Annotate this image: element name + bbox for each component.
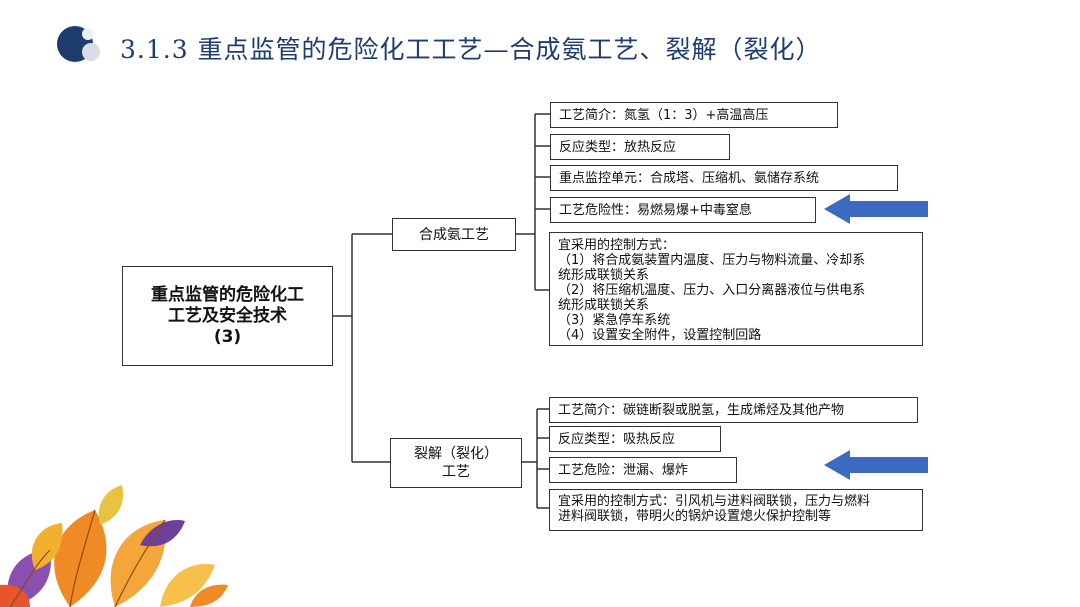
ammonia-item-monitor: 重点监控单元：合成塔、压缩机、氨储存系统 [550,165,898,191]
root-line-3: (3) [213,326,242,347]
branch-cracking: 裂解（裂化） 工艺 [390,438,522,488]
arrow-left-icon [824,450,928,480]
page-title: 3.1.3 重点监管的危险化工工艺—合成氨工艺、裂解（裂化） [120,35,822,64]
decorative-leaves-icon [0,485,228,607]
cracking-item-intro: 工艺简介：碳链断裂或脱氢，生成烯烃及其他产物 [549,397,918,423]
ammonia-item-intro: 工艺简介：氮氢（1：3）+高温高压 [550,102,838,128]
arrow-left-icon [824,194,928,224]
branch-cracking-label-2: 工艺 [442,464,470,480]
branch-ammonia: 合成氨工艺 [392,218,516,251]
branch-ammonia-label: 合成氨工艺 [419,226,489,243]
root-node: 重点监管的危险化工 工艺及安全技术 (3) [122,266,333,366]
root-line-2: 工艺及安全技术 [168,305,287,326]
ammonia-item-control: 宜采用的控制方式： （1）将合成氨装置内温度、压力与物料流量、冷却系 统形成联锁… [549,232,923,346]
logo-icon [57,26,100,62]
cracking-item-reaction: 反应类型：吸热反应 [549,426,721,452]
ammonia-item-reaction: 反应类型：放热反应 [550,134,730,160]
root-line-1: 重点监管的危险化工 [151,284,304,305]
cracking-item-hazard: 工艺危险：泄漏、爆炸 [549,457,737,483]
title-bar: 3.1.3 重点监管的危险化工工艺—合成氨工艺、裂解（裂化） [55,18,1055,68]
ammonia-item-hazard: 工艺危险性：易燃易爆+中毒窒息 [550,197,816,223]
cracking-item-control: 宜采用的控制方式：引风机与进料阀联锁，压力与燃料 进料阀联锁，带明火的锅炉设置熄… [549,489,923,531]
branch-cracking-label-1: 裂解（裂化） [414,446,498,462]
